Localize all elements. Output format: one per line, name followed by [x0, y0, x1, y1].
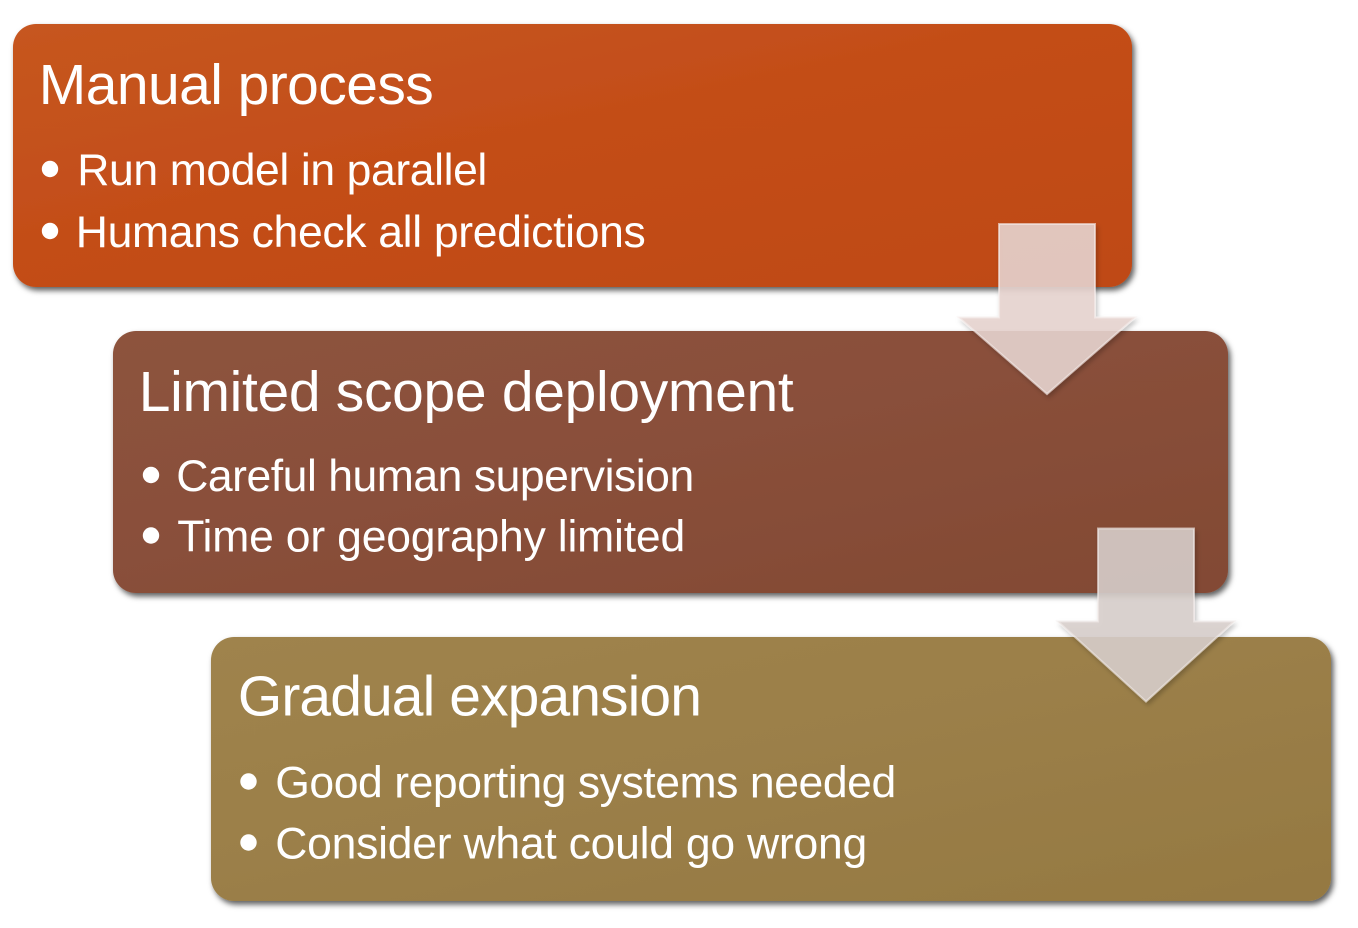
svg-text:Run model in parallel: Run model in parallel — [77, 146, 487, 195]
svg-text:Time or geography limited: Time or geography limited — [177, 513, 685, 562]
svg-text:Good reporting systems needed: Good reporting systems needed — [275, 759, 896, 808]
svg-text:Limited scope deployment: Limited scope deployment — [139, 360, 794, 424]
svg-text:Gradual expansion: Gradual expansion — [238, 665, 702, 729]
svg-text:Manual process: Manual process — [39, 53, 434, 117]
svg-text:Humans check all predictions: Humans check all predictions — [76, 208, 646, 257]
svg-text:Careful human supervision: Careful human supervision — [176, 452, 694, 501]
svg-text:Consider what could go wrong: Consider what could go wrong — [275, 820, 867, 869]
